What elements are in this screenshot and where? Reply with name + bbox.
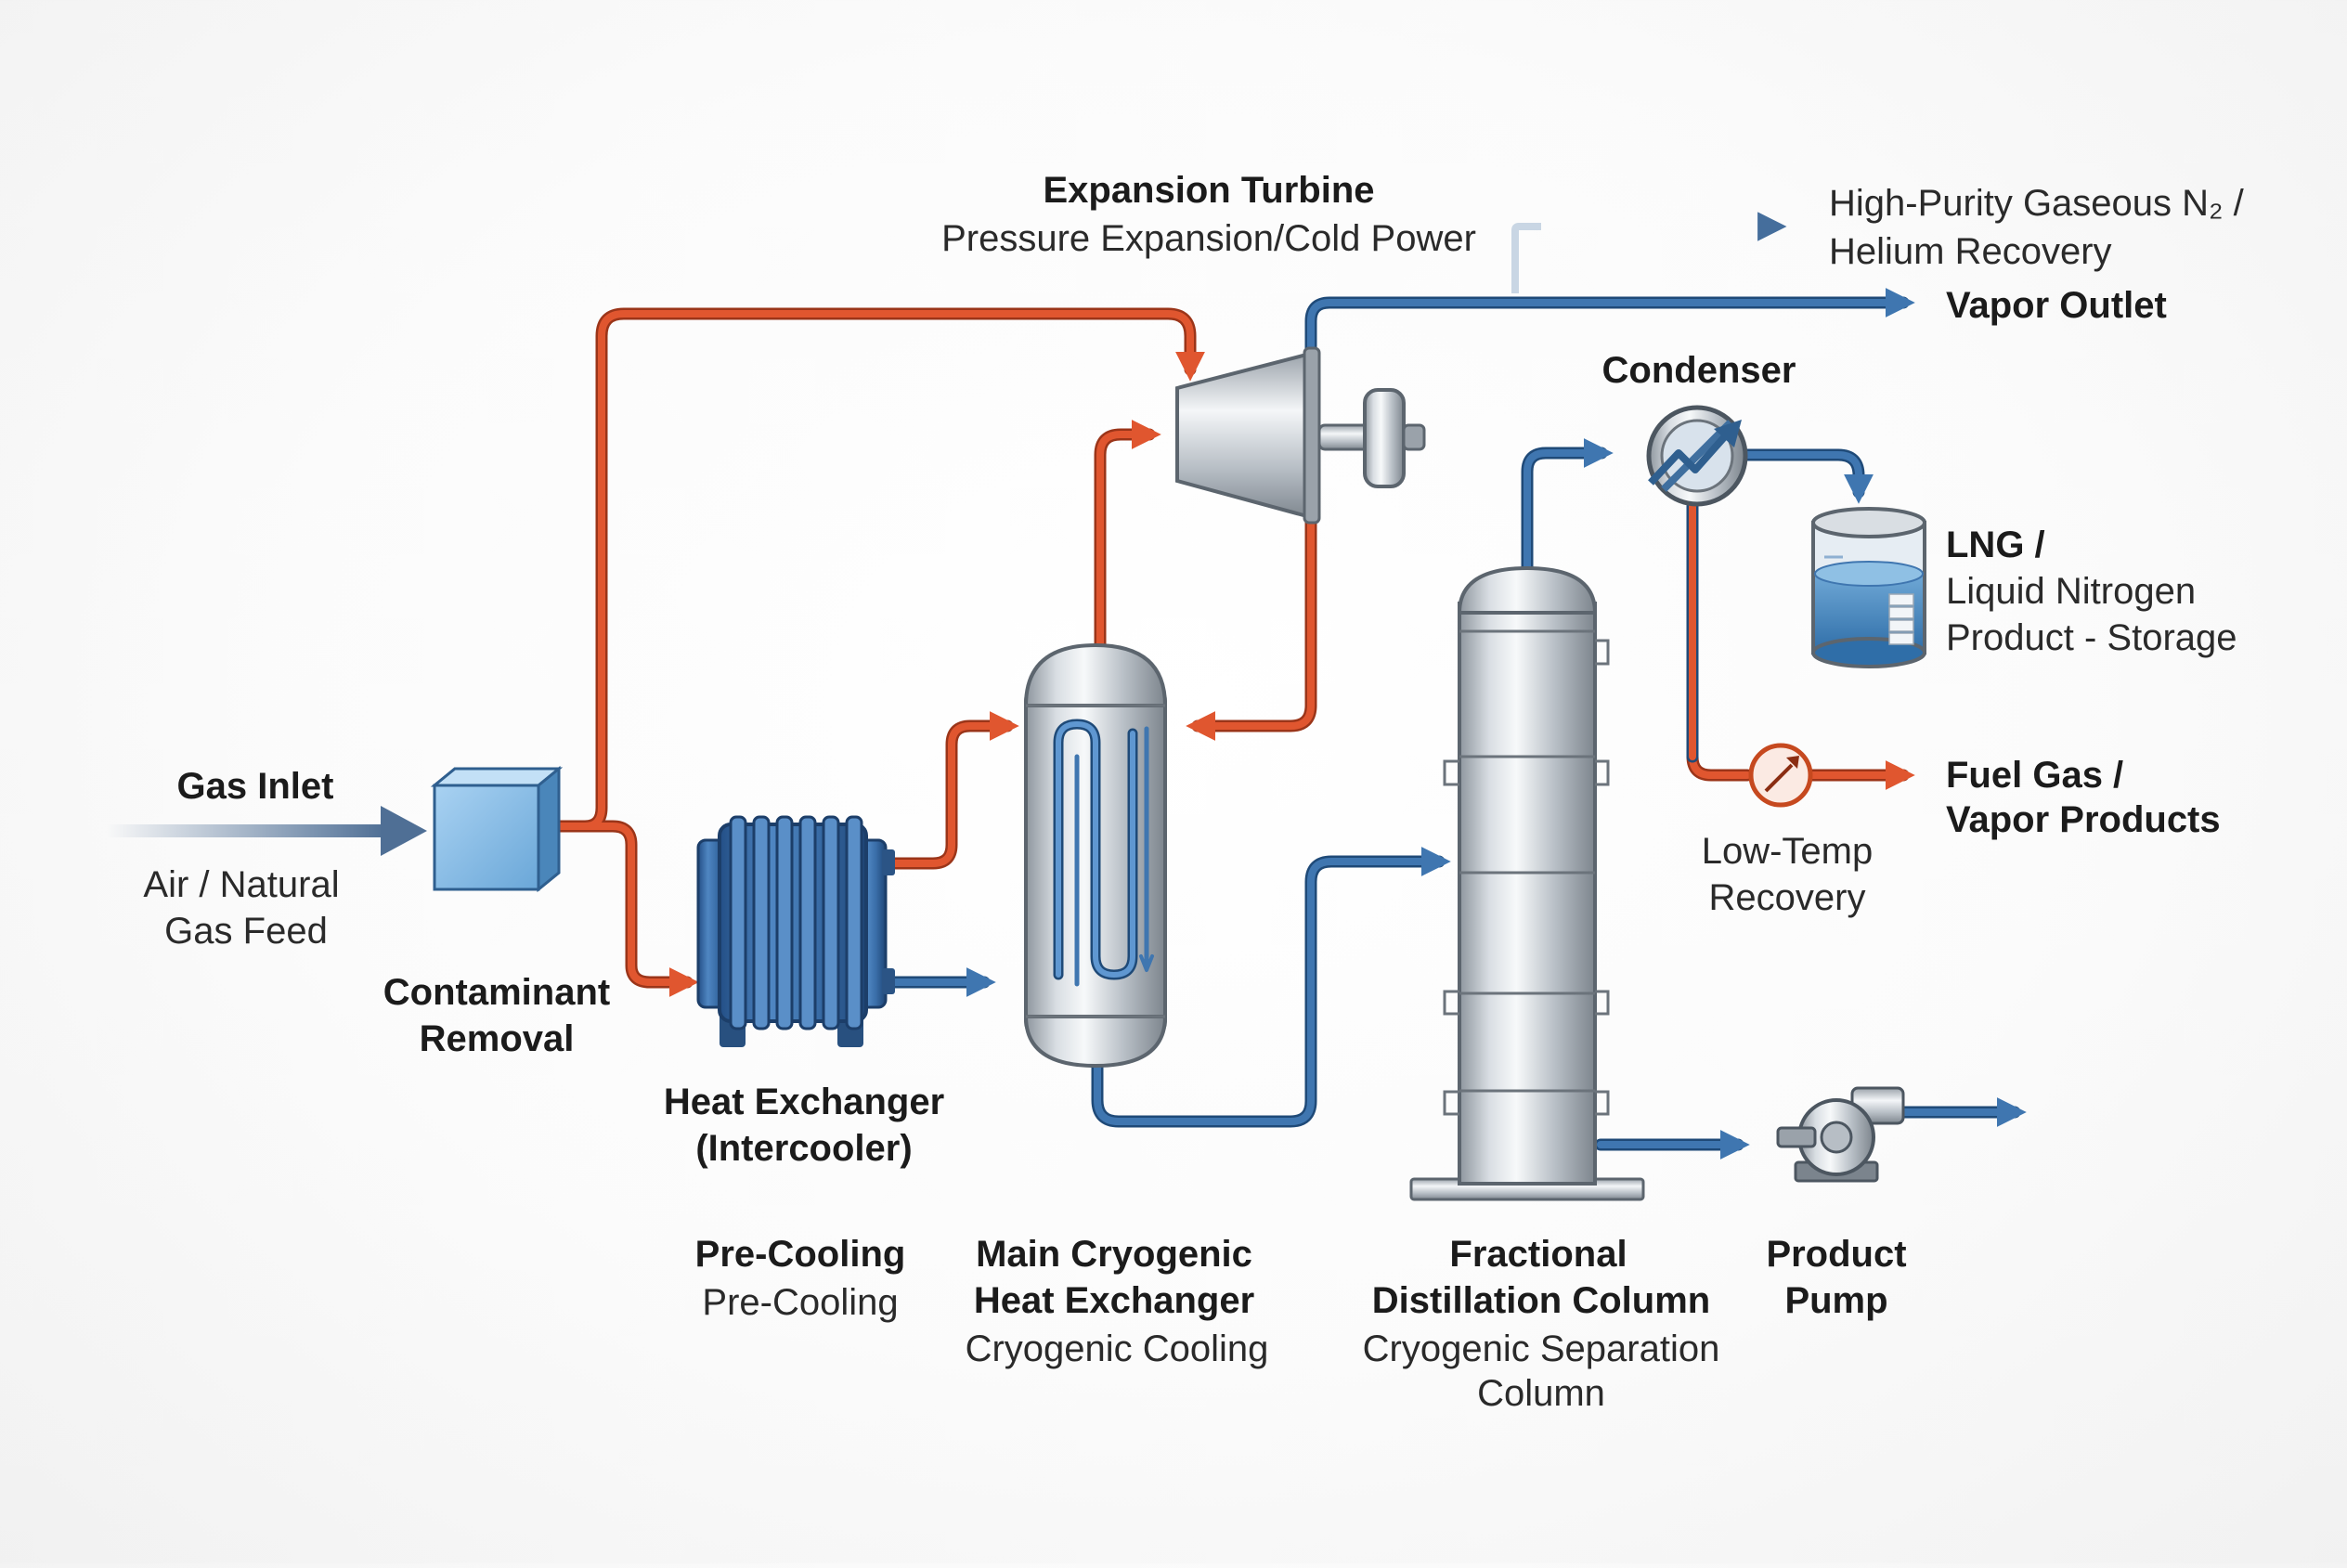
gaseous-branch-arrow [1511,212,1787,293]
turbine-title: Expansion Turbine [1043,170,1374,211]
intercooler-label-line1: Heat Exchanger [664,1082,944,1122]
mche-to-column-cold-line [1094,847,1451,1125]
pump-label-line2: Pump [1784,1280,1887,1321]
precooling-title: Pre-Cooling [695,1234,906,1275]
turbine-return-hot-line [1186,502,1315,741]
feed-label-line2: Gas Feed [164,911,328,952]
intercooler-label-line2: (Intercooler) [695,1128,912,1169]
cold-stream-lines [885,288,2027,1160]
column-subtitle-line1: Cryogenic Separation [1363,1328,1720,1369]
turbine-to-vapor-outlet-line [1307,288,1915,373]
gas-inlet-label: Gas Inlet [177,766,334,807]
lng-storage-tank [1811,507,1926,668]
column-label-line2: Distillation Column [1372,1280,1710,1321]
expansion-turbine [1175,346,1426,525]
condenser-to-recovery-hot-line [1689,748,1751,779]
contaminant-label-line1: Contaminant [383,972,610,1013]
column-label-line1: Fractional [1449,1234,1627,1275]
condenser-to-storage-line [1742,451,1874,504]
main-cryogenic-heat-exchanger [1023,642,1168,1069]
column-subtitle-line2: Column [1477,1373,1605,1414]
feed-label-line1: Air / Natural [143,864,339,905]
lng-label-line3: Product - Storage [1946,617,2237,658]
hot-feed-to-intercooler-line [553,823,699,997]
condenser [1646,405,1748,507]
gaseous-recovery-label-line2: Helium Recovery [1829,231,2112,272]
mche-label-line1: Main Cryogenic [976,1234,1252,1275]
precooling-subtitle: Pre-Cooling [702,1282,898,1323]
contaminant-removal-unit [430,765,564,893]
mche-subtitle: Cryogenic Cooling [966,1328,1269,1369]
fuel-gas-label-line1: Fuel Gas / [1946,755,2123,796]
vapor-outlet-label: Vapor Outlet [1946,285,2167,326]
lng-label-line2: Liquid Nitrogen [1946,571,2196,612]
mche-label-line2: Heat Exchanger [974,1280,1254,1321]
pump-label-line1: Product [1766,1234,1906,1275]
low-temp-label-line1: Low-Temp [1702,831,1874,872]
product-pump [1776,1086,1905,1183]
contaminant-label-line2: Removal [420,1018,575,1059]
column-top-to-condenser-line [1524,438,1614,579]
low-temp-label-line2: Recovery [1709,877,1866,918]
gaseous-recovery-label-line1: High-Purity Gaseous N₂ / [1829,183,2245,224]
mche-to-turbine-hot-line [1096,420,1161,654]
low-temp-recovery-gauge [1748,743,1813,808]
hot-feed-to-turbine-line [553,310,1205,830]
labels: Gas Inlet Air / Natural Gas Feed Contami… [143,170,2244,1414]
intercooler-to-mche-hot-line [888,711,1019,867]
fractional-distillation-column [1409,565,1645,1201]
gas-inlet-arrow [107,806,427,856]
turbine-subtitle: Pressure Expansion/Cold Power [941,218,1476,259]
fuel-gas-label-line2: Vapor Products [1946,799,2221,840]
condenser-label: Condenser [1602,350,1796,391]
intercooler-heat-exchanger [696,815,895,1047]
lng-label-line1: LNG / [1946,525,2045,565]
